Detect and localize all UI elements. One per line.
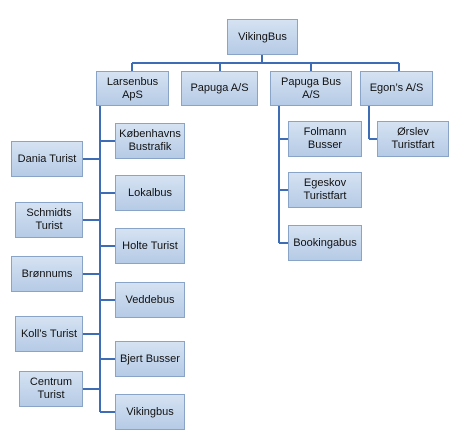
node-centrum-turist[interactable]: Centrum Turist bbox=[19, 371, 83, 407]
node-veddebus[interactable]: Veddebus bbox=[115, 282, 185, 318]
node-larsenbus-aps[interactable]: Larsenbus ApS bbox=[96, 71, 169, 106]
node-kolls-turist[interactable]: Koll’s Turist bbox=[15, 316, 83, 352]
node-bronnums[interactable]: Brønnums bbox=[11, 256, 83, 292]
node-egeskov-turistfart[interactable]: Egeskov Turistfart bbox=[288, 172, 362, 208]
node-egons-as[interactable]: Egon’s A/S bbox=[360, 71, 433, 106]
node-lokalbus[interactable]: Lokalbus bbox=[115, 175, 185, 211]
node-kobenhavns-bustrafik[interactable]: Københavns Bustrafik bbox=[115, 123, 185, 159]
node-orslev-turistfart[interactable]: Ørslev Turistfart bbox=[377, 121, 449, 157]
node-vikingbus-sub[interactable]: Vikingbus bbox=[115, 394, 185, 430]
node-schmidts-turist[interactable]: Schmidts Turist bbox=[15, 202, 83, 238]
node-bookingabus[interactable]: Bookingabus bbox=[288, 225, 362, 261]
node-papuga-as[interactable]: Papuga A/S bbox=[181, 71, 258, 106]
node-papuga-bus-as[interactable]: Papuga Bus A/S bbox=[270, 71, 352, 106]
node-bjert-busser[interactable]: Bjert Busser bbox=[115, 341, 185, 377]
node-dania-turist[interactable]: Dania Turist bbox=[11, 141, 83, 177]
node-holte-turist[interactable]: Holte Turist bbox=[115, 228, 185, 264]
node-folmann-busser[interactable]: Folmann Busser bbox=[288, 121, 362, 157]
node-root-vikingbus[interactable]: VikingBus bbox=[227, 19, 298, 55]
